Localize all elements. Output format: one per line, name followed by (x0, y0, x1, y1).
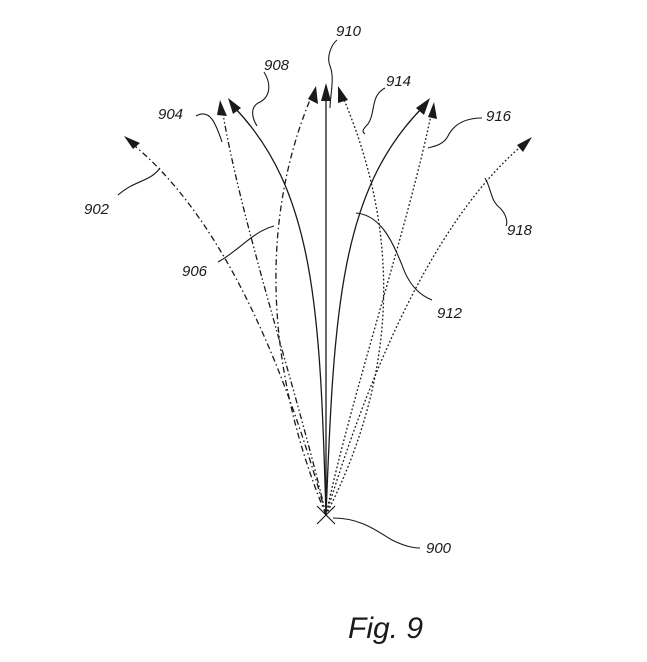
leader-918 (484, 177, 508, 227)
leader-900 (332, 517, 421, 549)
path-910-arrowhead (321, 83, 331, 101)
label-902: 902 (84, 201, 110, 218)
path-902 (129, 141, 327, 516)
path-916 (325, 109, 433, 516)
path-908 (232, 105, 327, 516)
label-910: 910 (336, 23, 362, 40)
path-908-arrowhead (228, 98, 241, 114)
path-906-arrowhead (308, 86, 318, 104)
path-904 (221, 107, 327, 516)
reference-labels: 902 904 906 908 910 912 914 916 918 900 (84, 23, 533, 557)
leader-912 (355, 212, 433, 301)
label-918: 918 (507, 222, 533, 239)
label-914: 914 (386, 73, 411, 90)
leader-902 (117, 167, 161, 196)
path-914 (325, 94, 385, 516)
trajectory-paths (124, 83, 532, 516)
leader-lines (117, 39, 508, 549)
path-918-arrowhead (517, 137, 532, 152)
leader-906 (217, 225, 275, 263)
path-904-arrowhead (217, 100, 227, 116)
label-912: 912 (437, 305, 463, 322)
path-918 (325, 142, 526, 516)
path-914-arrowhead (338, 86, 348, 103)
label-908: 908 (264, 57, 290, 74)
leader-904 (195, 113, 223, 143)
figure-caption: Fig. 9 (348, 612, 423, 645)
path-906 (275, 94, 327, 516)
leader-914 (362, 87, 386, 135)
path-902-arrowhead (124, 136, 140, 149)
path-912-arrowhead (416, 98, 430, 115)
origin-marker (316, 505, 336, 525)
label-906: 906 (182, 263, 208, 280)
path-912 (325, 105, 425, 516)
label-916: 916 (486, 108, 512, 125)
path-916-arrowhead (428, 102, 437, 119)
label-904: 904 (158, 106, 183, 123)
leader-910 (328, 39, 338, 109)
leader-916 (427, 117, 483, 149)
leader-908 (252, 71, 270, 127)
label-900: 900 (426, 540, 452, 557)
